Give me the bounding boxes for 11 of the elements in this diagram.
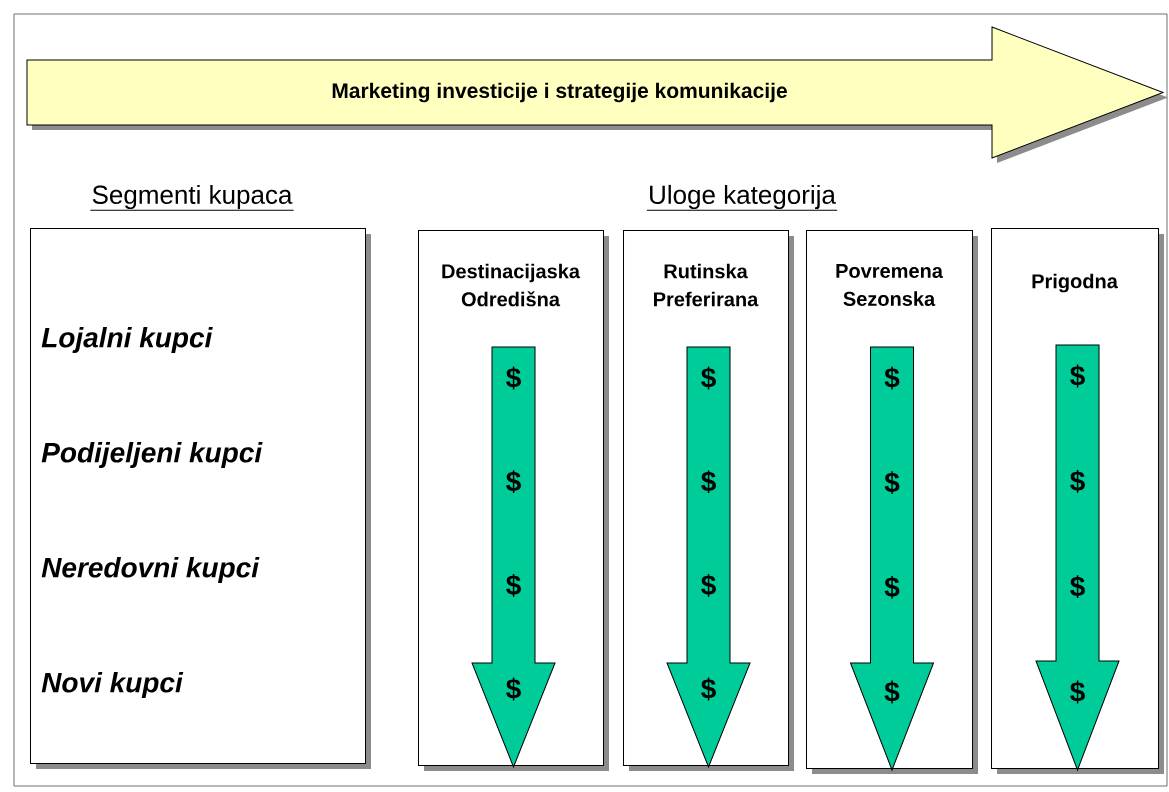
category-heading: Povremena Sezonska bbox=[836, 264, 944, 306]
category-heading: Rutinska Preferirana bbox=[654, 263, 759, 307]
segment-label: Neredovni kupci bbox=[41, 556, 260, 584]
category-heading: Destinacijaska Odredišna bbox=[442, 263, 581, 307]
section-heading: Uloge kategorija bbox=[646, 184, 838, 211]
segment-label: Lojalni kupci bbox=[41, 326, 213, 354]
section-heading: Segmenti kupaca bbox=[89, 184, 295, 211]
segment-label: Podijeljeni kupci bbox=[41, 441, 263, 469]
category-heading: Prigodna bbox=[1032, 273, 1118, 293]
segment-panel bbox=[30, 228, 371, 769]
segment-label: Novi kupci bbox=[41, 671, 184, 699]
